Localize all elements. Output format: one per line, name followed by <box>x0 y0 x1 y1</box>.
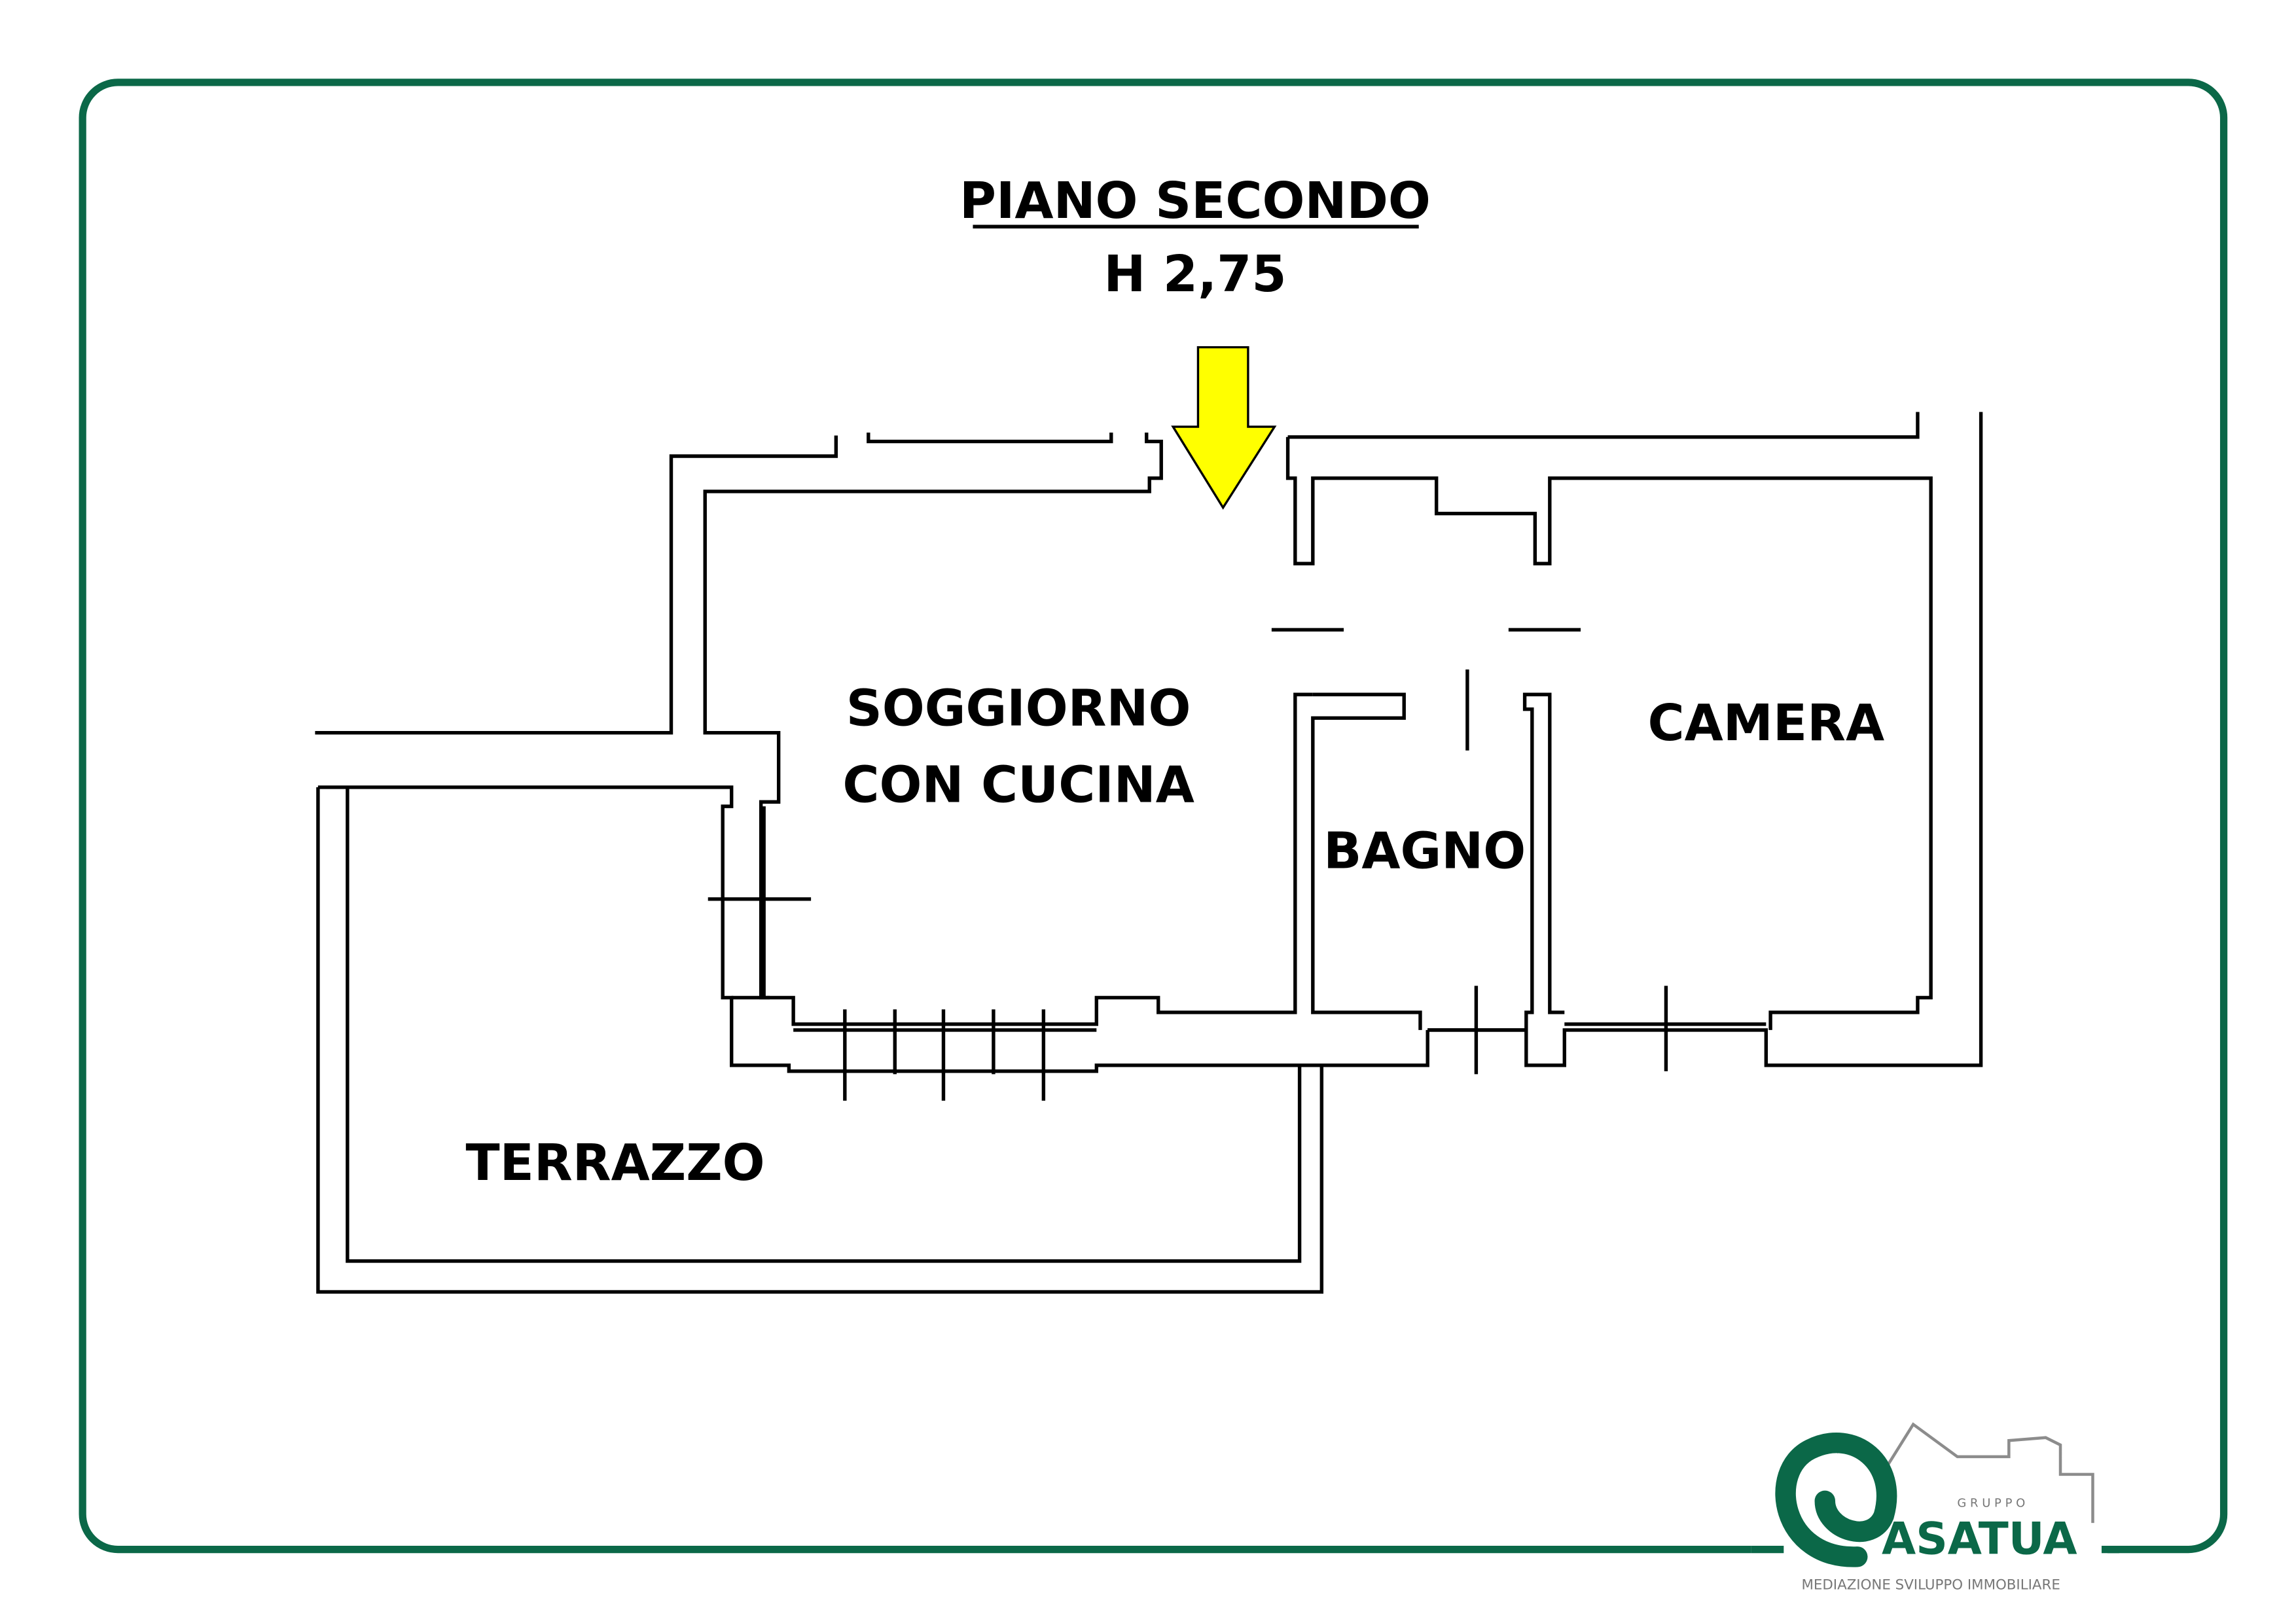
walls <box>315 412 1983 1294</box>
company-logo: G R U P P O ASATUA MEDIAZIONE SVILUPPO I… <box>1751 1412 2119 1597</box>
room-label-bedroom: CAMERA <box>1648 694 1885 753</box>
logo-name: ASATUA <box>1882 1512 2077 1564</box>
room-label-terrace: TERRAZZO <box>466 1134 765 1192</box>
floor-title: PIANO SECONDO <box>960 172 1431 230</box>
entrance-arrow-icon <box>1171 346 1277 510</box>
logo-group: G R U P P O <box>1957 1496 2025 1510</box>
room-label-living: SOGGIORNO <box>846 679 1191 738</box>
logo-tagline: MEDIAZIONE SVILUPPO IMMOBILIARE <box>1801 1577 2060 1593</box>
room-label-living-kitchen: CON CUCINA <box>842 756 1194 814</box>
room-label-bathroom: BAGNO <box>1323 823 1526 881</box>
ceiling-height: H 2,75 <box>1103 245 1286 304</box>
page-frame <box>79 79 2228 1554</box>
swirl-icon <box>1775 1433 1897 1567</box>
